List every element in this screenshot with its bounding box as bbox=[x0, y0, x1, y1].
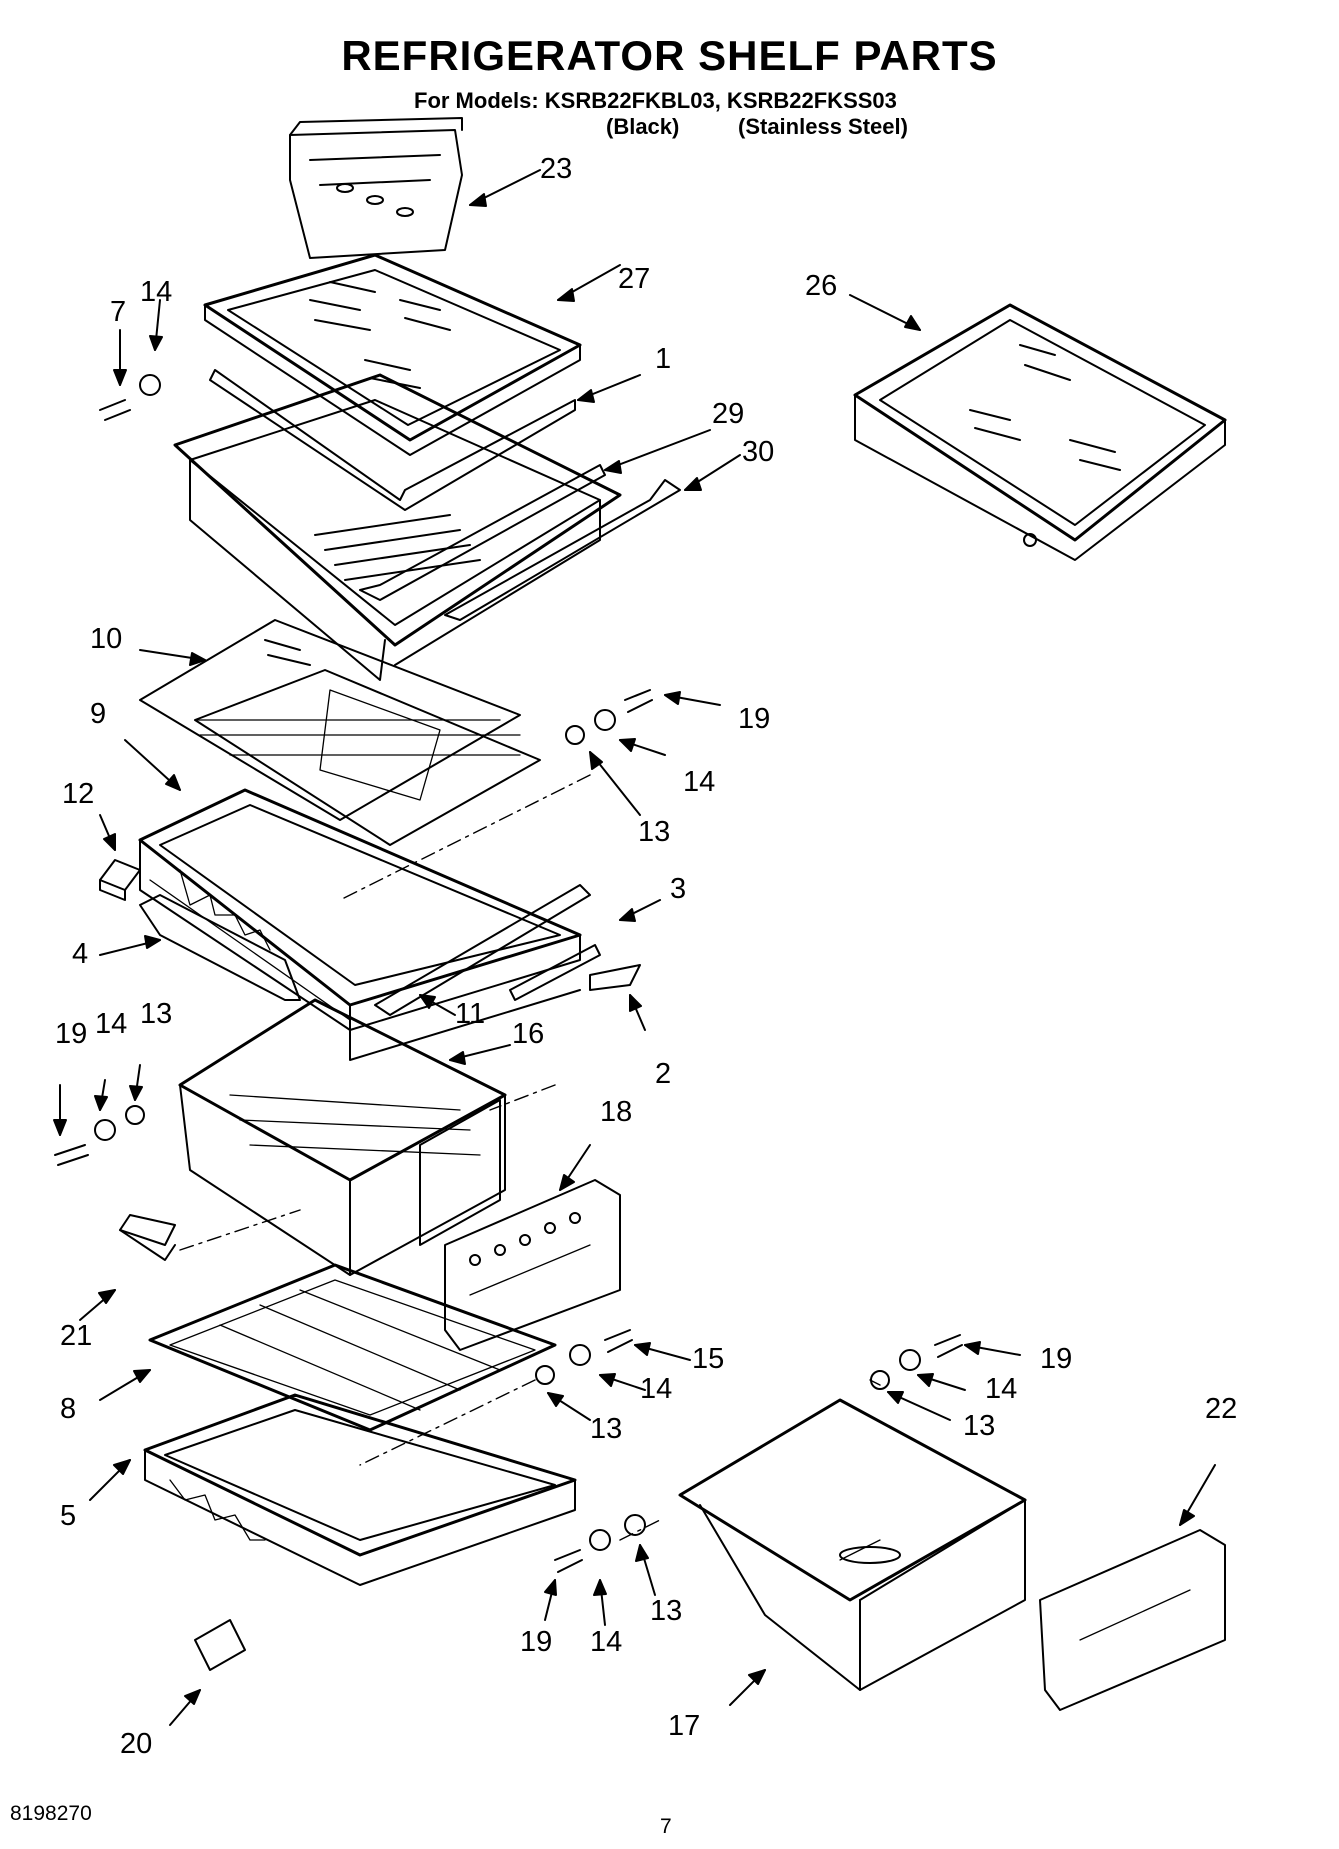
page-number: 7 bbox=[660, 1815, 672, 1838]
screw-group-mid bbox=[565, 689, 653, 745]
part-17-drawer bbox=[678, 1398, 1027, 1691]
callout-14-15: 14 bbox=[640, 1373, 673, 1405]
screw-group-top bbox=[99, 374, 161, 421]
callout-23: 23 bbox=[540, 153, 573, 185]
callout-8: 8 bbox=[60, 1393, 77, 1425]
part-22-front bbox=[1039, 1529, 1226, 1711]
crisper-frame bbox=[138, 788, 582, 1061]
callout-4: 4 bbox=[72, 938, 89, 970]
callout-15: 15 bbox=[692, 1343, 725, 1375]
callout-3: 3 bbox=[670, 873, 687, 905]
callout-1: 1 bbox=[655, 343, 672, 375]
callout-17: 17 bbox=[668, 1710, 701, 1742]
callout-13-right: 13 bbox=[963, 1410, 996, 1442]
callout-13-15: 13 bbox=[590, 1413, 623, 1445]
callout-22: 22 bbox=[1205, 1393, 1238, 1425]
part-8-shelf bbox=[148, 1263, 557, 1432]
callout-19: 19 bbox=[738, 703, 771, 735]
callout-14-bottom: 14 bbox=[590, 1626, 623, 1658]
callout-9: 9 bbox=[90, 698, 107, 730]
part-2-clip bbox=[589, 964, 641, 991]
part-10-glass bbox=[139, 619, 521, 821]
callout-30: 30 bbox=[742, 436, 775, 468]
callout-13-bottom: 13 bbox=[650, 1595, 683, 1627]
callout-2: 2 bbox=[655, 1058, 672, 1090]
part-5-frame bbox=[143, 1393, 577, 1586]
callout-18: 18 bbox=[600, 1096, 633, 1128]
part-26-shelf bbox=[853, 303, 1227, 561]
part-1-rail bbox=[209, 369, 576, 511]
callout-14: 14 bbox=[140, 276, 173, 308]
part-29-trim bbox=[359, 464, 606, 601]
callout-20: 20 bbox=[120, 1728, 153, 1760]
screw-group-19b bbox=[870, 1334, 963, 1390]
page-title: REFRIGERATOR SHELF PARTS bbox=[341, 32, 998, 79]
callout-14-left: 14 bbox=[95, 1008, 128, 1040]
part-4-rail bbox=[139, 894, 301, 1001]
part-21-clip bbox=[119, 1214, 176, 1261]
callout-14-right: 14 bbox=[985, 1373, 1018, 1405]
screw-group-15 bbox=[535, 1329, 633, 1385]
doc-number: 8198270 bbox=[10, 1802, 92, 1825]
crisper-top-frame bbox=[173, 373, 622, 681]
callout-19-bottom: 19 bbox=[520, 1626, 553, 1658]
leader-arrows bbox=[53, 169, 1216, 1726]
models-line: For Models: KSRB22FKBL03, KSRB22FKSS03 bbox=[414, 88, 897, 113]
callout-27: 27 bbox=[618, 263, 651, 295]
callout-5: 5 bbox=[60, 1500, 77, 1532]
callout-21: 21 bbox=[60, 1320, 93, 1352]
part-9-crisper-cover bbox=[194, 669, 541, 846]
callout-13-left: 13 bbox=[140, 998, 173, 1030]
callout-7: 7 bbox=[110, 296, 127, 328]
callout-10: 10 bbox=[90, 623, 123, 655]
callout-11: 11 bbox=[455, 998, 486, 1030]
callout-19-right: 19 bbox=[1040, 1343, 1073, 1375]
part-11-rail bbox=[374, 884, 591, 1016]
callout-26: 26 bbox=[805, 270, 838, 302]
callout-12: 12 bbox=[62, 778, 95, 810]
part-30-trim bbox=[444, 479, 681, 621]
callout-29: 29 bbox=[712, 398, 745, 430]
callout-14-mid: 14 bbox=[683, 766, 716, 798]
part-12-clip bbox=[99, 859, 141, 901]
screw-group-left bbox=[54, 1105, 145, 1166]
part-23-bin bbox=[289, 117, 463, 259]
callout-13-mid: 13 bbox=[638, 816, 671, 848]
screw-group-bottom bbox=[554, 1514, 646, 1573]
callout-19-left: 19 bbox=[55, 1018, 88, 1050]
callout-16: 16 bbox=[512, 1018, 545, 1050]
part-16-drawer bbox=[178, 998, 507, 1276]
part-20-clip bbox=[194, 1619, 246, 1671]
variant-stainless: (Stainless Steel) bbox=[738, 114, 908, 139]
part-3-bracket bbox=[509, 944, 601, 1001]
part-18-front bbox=[444, 1179, 621, 1351]
variant-black: (Black) bbox=[606, 114, 680, 139]
part-27-shelf-frame bbox=[203, 253, 582, 456]
